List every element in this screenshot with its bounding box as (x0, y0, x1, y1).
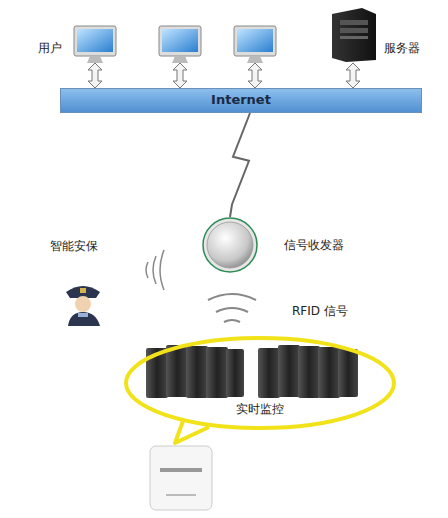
rfid-waves (208, 294, 256, 322)
computer-icon (159, 26, 201, 63)
label-text: RFID 信号 (292, 303, 348, 320)
computer-icon (74, 26, 116, 63)
label-text: 智能安保 (50, 238, 98, 255)
transceiver-circle-outline (202, 217, 258, 273)
monitor-ellipse: 实时监控 (123, 335, 397, 431)
double-arrow (88, 63, 360, 88)
server-tower (332, 8, 376, 62)
network-band: Internet (60, 88, 422, 113)
rfid-device (150, 446, 212, 510)
transceiver-circle: 信号收发器 (202, 217, 258, 273)
computer-icon (234, 26, 276, 63)
node-text: 实时监控 (123, 401, 397, 418)
monitor-ellipse-outline (123, 335, 397, 431)
node-text: Internet (60, 92, 422, 107)
wireless-link (230, 113, 250, 217)
security-guard-icon (66, 286, 100, 326)
node-text: 信号收发器 (284, 237, 344, 254)
label-text: 用户 (38, 40, 62, 57)
wireless-waves (146, 250, 164, 290)
server-rack (258, 345, 358, 398)
label-text: 服务器 (384, 40, 420, 57)
